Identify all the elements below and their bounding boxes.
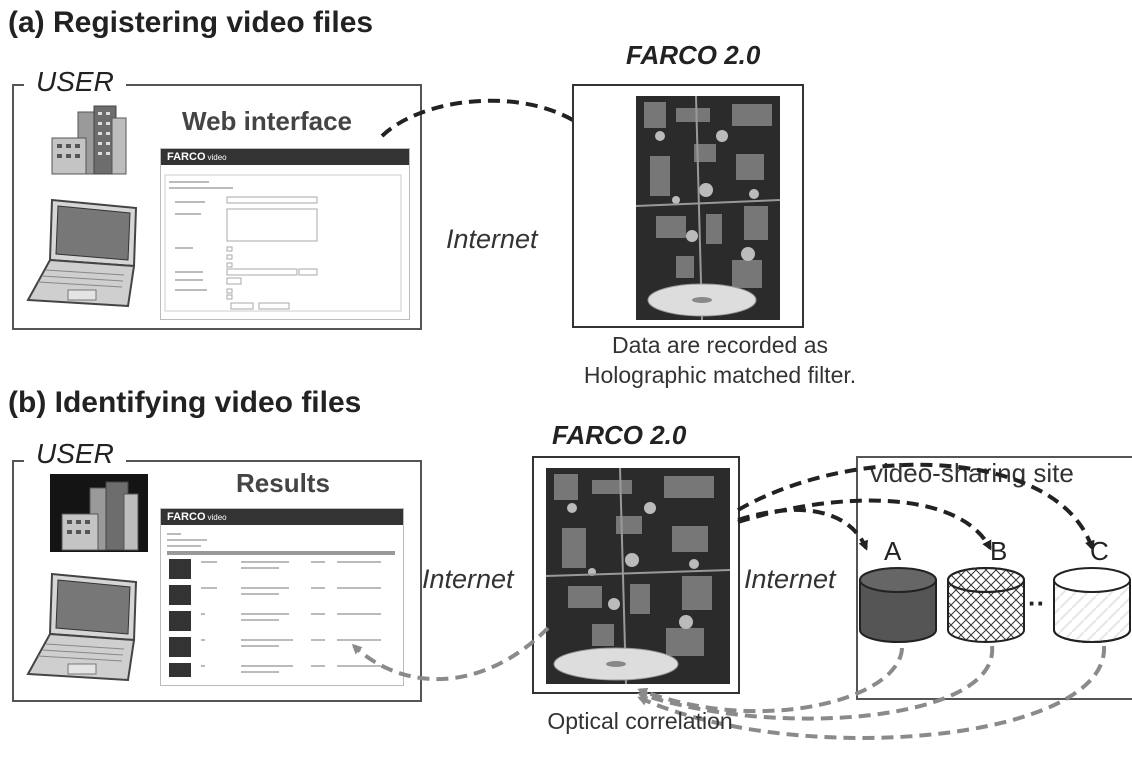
return-arrow-c — [637, 645, 1107, 740]
section-a-heading: (a) Registering video files — [8, 6, 374, 39]
internet-label-b-left: Internet — [422, 564, 514, 594]
video-databases — [859, 567, 1131, 643]
optical-system-photo — [635, 95, 781, 321]
user-label-a: USER — [24, 66, 126, 98]
farco-correlator-photo-frame — [532, 456, 740, 694]
database-c-icon — [1053, 567, 1131, 643]
web-interface-brand-sub: video — [207, 153, 227, 162]
ellipsis: ·· — [1028, 588, 1046, 618]
arrow-to-results — [351, 626, 550, 681]
caption-line2: Holographic matched filter. — [583, 362, 857, 388]
results-table-placeholder — [167, 533, 395, 677]
optical-correlation-caption: Optical correlation — [547, 708, 733, 734]
database-a-label: A — [884, 536, 902, 566]
laptop-icon — [26, 572, 138, 682]
web-interface-title: Web interface — [182, 106, 353, 136]
office-building-icon — [51, 105, 127, 175]
results-brand: FARCO — [167, 511, 206, 523]
results-title: Results — [236, 468, 330, 498]
database-c-label: C — [1090, 536, 1109, 566]
optical-correlator-photo — [545, 467, 731, 685]
office-building-icon — [50, 474, 148, 552]
farco-title-a: FARCO 2.0 — [626, 40, 761, 70]
database-a-icon — [859, 567, 937, 643]
farco-title-b: FARCO 2.0 — [552, 420, 687, 450]
farco-system-photo-frame — [572, 84, 804, 328]
user-label-b: USER — [24, 438, 126, 470]
database-b-icon — [947, 567, 1025, 643]
caption-line1: Data are recorded as — [611, 332, 829, 358]
results-brand-sub: video — [207, 513, 227, 522]
web-form-placeholder — [164, 174, 402, 312]
section-b-heading: (b) Identifying video files — [8, 386, 362, 419]
database-b-label: B — [990, 536, 1008, 566]
internet-label-a: Internet — [446, 224, 538, 254]
internet-label-b-right: Internet — [744, 564, 836, 594]
web-interface-brand: FARCO — [167, 151, 206, 163]
return-arrow-b — [637, 645, 995, 721]
arrow-to-b — [737, 498, 992, 551]
return-arrow-a — [637, 647, 904, 714]
arrow-to-c — [737, 462, 1095, 551]
laptop-icon — [26, 198, 138, 308]
